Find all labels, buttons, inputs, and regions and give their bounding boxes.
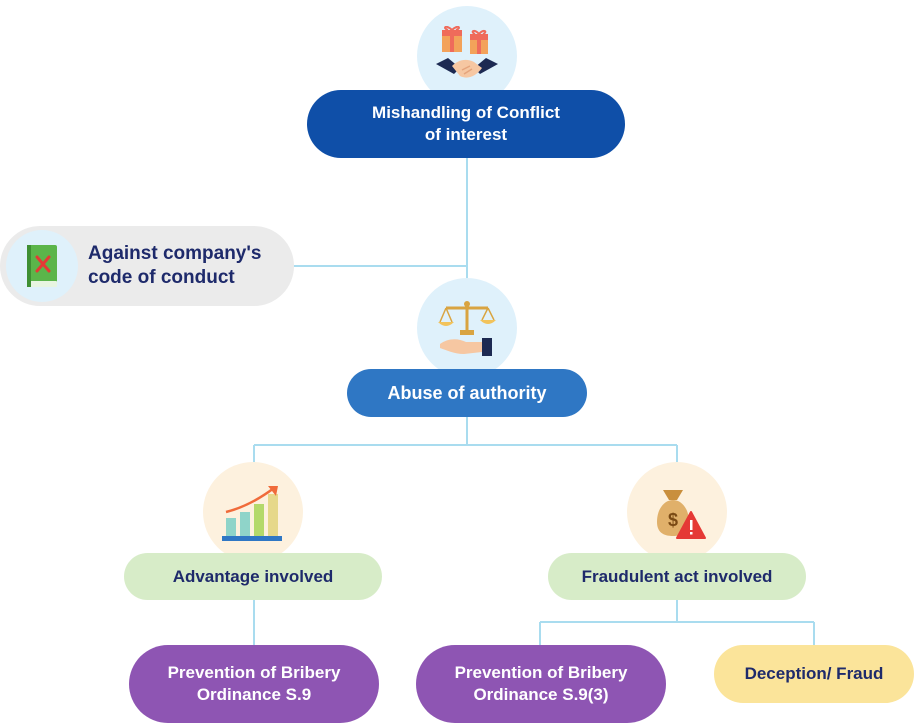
node-deception-fraud: Deception/ Fraud xyxy=(714,645,914,703)
gift-handshake-icon xyxy=(417,6,517,106)
node-deception-label: Deception/ Fraud xyxy=(744,664,884,683)
node-bribery-ordinance-s9-3: Prevention of Bribery Ordinance S.9(3) xyxy=(416,645,666,723)
money-bag-warning-icon: $ xyxy=(627,462,727,562)
svg-text:$: $ xyxy=(668,510,678,530)
node-mishandling-line1: Mishandling of Conflict xyxy=(372,103,560,122)
node-fraudulent-label: Fraudulent act involved xyxy=(581,566,773,586)
node-mishandling-conflict: Mishandling of Conflict of interest xyxy=(307,90,625,158)
node-abuse-of-authority: Abuse of authority xyxy=(347,369,587,417)
growth-chart-icon xyxy=(203,462,303,562)
node-abuse-label: Abuse of authority xyxy=(387,382,547,403)
scales-hand-icon xyxy=(417,278,517,378)
node-bribery2-line2: Ordinance S.9(3) xyxy=(473,685,609,704)
node-bribery2-line1: Prevention of Bribery xyxy=(454,663,628,682)
node-bribery1-line1: Prevention of Bribery xyxy=(167,663,341,682)
rule-book-icon xyxy=(6,230,78,302)
node-mishandling-line2: of interest xyxy=(424,125,508,144)
node-fraudulent-act-involved: Fraudulent act involved xyxy=(548,553,806,600)
node-bribery-ordinance-s9: Prevention of Bribery Ordinance S.9 xyxy=(129,645,379,723)
node-advantage-involved: Advantage involved xyxy=(124,553,382,600)
node-bribery1-line2: Ordinance S.9 xyxy=(196,685,312,704)
node-advantage-label: Advantage involved xyxy=(172,566,334,586)
node-code-line2: code of conduct xyxy=(88,267,235,288)
node-code-line1: Against company's xyxy=(88,243,262,264)
